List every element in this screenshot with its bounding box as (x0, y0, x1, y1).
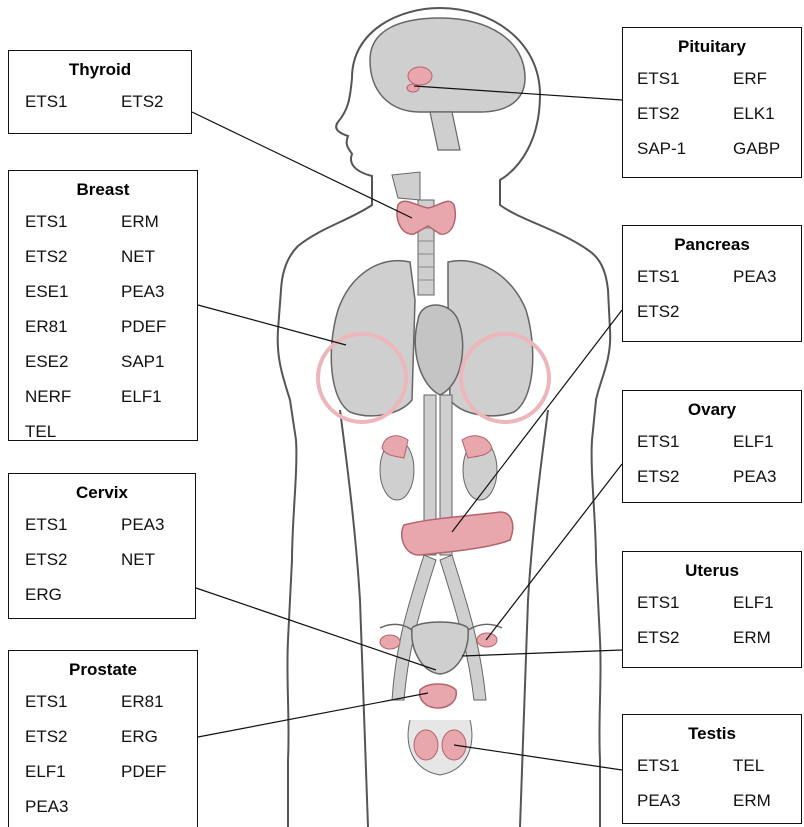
pancreas-gene: ETS1 (637, 259, 733, 294)
cervix-gene: ETS2 (25, 542, 121, 577)
uterus-gene: ETS1 (637, 585, 733, 620)
ovary-gene: ETS1 (637, 424, 733, 459)
cervix-gene: ERG (25, 577, 121, 612)
pituitary-gene: ELK1 (733, 96, 804, 131)
prostate-leader (198, 693, 428, 737)
left-ovary (380, 635, 400, 649)
uterus-gene: ETS2 (637, 620, 733, 655)
pituitary-gene: ERF (733, 61, 804, 96)
cervix-leader (196, 588, 436, 670)
pituitary-gene: ETS1 (637, 61, 733, 96)
right-ovary (477, 633, 497, 647)
pancreas-gene: PEA3 (733, 259, 804, 294)
uterus-box: Uterus ETS1 ELF1 ETS2 ERM (622, 551, 802, 668)
pancreas-box: Pancreas ETS1 PEA3 ETS2 (622, 225, 802, 342)
brain-shape (370, 18, 525, 112)
cervix-gene: ETS1 (25, 507, 121, 542)
ovary-box: Ovary ETS1 ELF1 ETS2 PEA3 (622, 390, 802, 503)
thyroid-leader (192, 112, 412, 218)
breast-leader (198, 305, 346, 345)
pituitary-gene: SAP-1 (637, 131, 733, 166)
pancreas-title: Pancreas (623, 235, 801, 259)
left-testis (414, 730, 438, 760)
breast-gene: ETS1 (25, 204, 121, 239)
prostate-gene: ETS2 (25, 719, 121, 754)
testis-gene: PEA3 (637, 783, 733, 818)
prostate-gene: ER81 (121, 684, 217, 719)
breast-gene: NERF (25, 379, 121, 414)
prostate-organ (420, 684, 457, 708)
pancreas-organ (402, 512, 513, 555)
testis-box: Testis ETS1 TEL PEA3 ERM (622, 714, 802, 824)
uterus-gene: ERM (733, 620, 804, 655)
breast-gene: TEL (25, 414, 121, 449)
prostate-gene: ETS1 (25, 684, 121, 719)
prostate-title: Prostate (9, 660, 197, 684)
breast-title: Breast (9, 180, 197, 204)
uterus-leader (462, 650, 622, 656)
cervix-title: Cervix (9, 483, 195, 507)
thyroid-title: Thyroid (9, 60, 191, 84)
breast-gene: ESE1 (25, 274, 121, 309)
breast-gene: PEA3 (121, 274, 217, 309)
testis-leader (454, 745, 622, 770)
thyroid-gene: ETS1 (25, 84, 121, 119)
prostate-box: Prostate ETS1 ER81 ETS2 ERG ELF1 PDEF PE… (8, 650, 198, 827)
ovary-gene: PEA3 (733, 459, 804, 494)
breast-gene: PDEF (121, 309, 217, 344)
ovary-gene: ELF1 (733, 424, 804, 459)
breast-gene: ELF1 (121, 379, 217, 414)
breast-gene: ER81 (25, 309, 121, 344)
uterus-gene: ELF1 (733, 585, 804, 620)
breast-gene: NET (121, 239, 217, 274)
pituitary-gene: GABP (733, 131, 804, 166)
pituitary-organ (408, 67, 432, 85)
breast-gene: SAP1 (121, 344, 217, 379)
prostate-gene: ERG (121, 719, 217, 754)
breast-gene: ESE2 (25, 344, 121, 379)
pituitary-gene: ETS2 (637, 96, 733, 131)
pituitary-title: Pituitary (623, 37, 801, 61)
ovary-title: Ovary (623, 400, 801, 424)
pancreas-gene: ETS2 (637, 294, 733, 329)
uterus-title: Uterus (623, 561, 801, 585)
testis-gene: ERM (733, 783, 804, 818)
cervix-box: Cervix ETS1 PEA3 ETS2 NET ERG (8, 473, 196, 619)
testis-title: Testis (623, 724, 801, 748)
uterus-organ (412, 622, 468, 674)
testis-gene: TEL (733, 748, 804, 783)
breast-gene: ERM (121, 204, 217, 239)
thyroid-gene: ETS2 (121, 84, 217, 119)
pituitary-box: Pituitary ETS1 ERF ETS2 ELK1 SAP-1 GABP (622, 27, 802, 178)
cervix-gene: NET (121, 542, 217, 577)
cervix-gene: PEA3 (121, 507, 217, 542)
prostate-gene: PEA3 (25, 789, 121, 824)
breast-box: Breast ETS1 ERM ETS2 NET ESE1 PEA3 ER81 … (8, 170, 198, 441)
thyroid-box: Thyroid ETS1 ETS2 (8, 50, 192, 134)
prostate-gene: ELF1 (25, 754, 121, 789)
ovary-gene: ETS2 (637, 459, 733, 494)
prostate-gene: PDEF (121, 754, 217, 789)
ovary-leader (486, 464, 622, 640)
testis-gene: ETS1 (637, 748, 733, 783)
breast-gene: ETS2 (25, 239, 121, 274)
